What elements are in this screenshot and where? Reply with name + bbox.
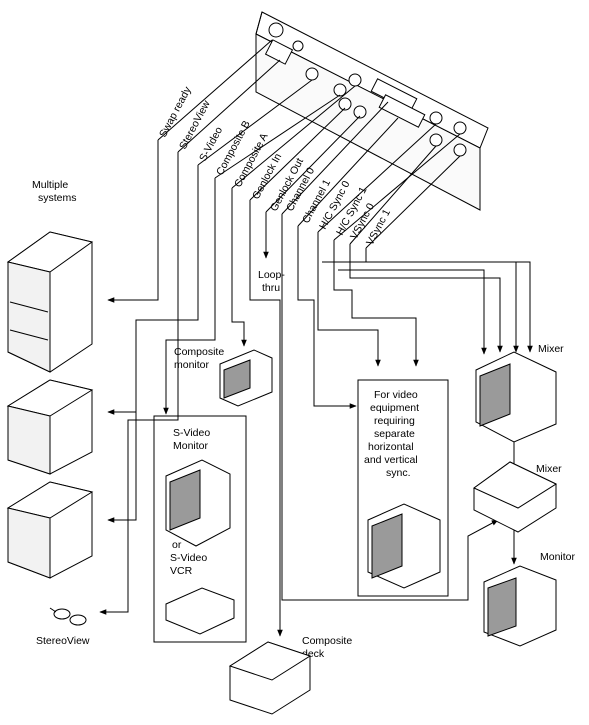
composite-deck-label-1: Composite (302, 635, 352, 647)
cable-routes (99, 140, 533, 637)
multiple-systems-label-1: Multiple (32, 179, 68, 191)
separate-sync-group: For video equipment requiring separate h… (357, 379, 449, 597)
cable-diagonals (157, 39, 461, 249)
multiple-systems: Multiple systems (6, 179, 94, 579)
note-line-5: horizontal (368, 441, 414, 453)
mixer-top-label: Mixer (538, 343, 564, 355)
note-line-2: equipment (370, 402, 419, 414)
mixer-monitor: Mixer (475, 343, 564, 443)
mixer-panel-label: Mixer (536, 463, 562, 475)
route-composite-a (231, 188, 247, 347)
note-line-7: sync. (386, 467, 411, 479)
system-cube-2 (6, 481, 94, 579)
route-hc-sync-0 (317, 232, 381, 367)
multiple-systems-label-2: systems (38, 192, 77, 204)
loop-thru-label-1: Loop- (258, 269, 285, 281)
route-composite-b (163, 178, 216, 415)
svideo-monitor-label-1: S-Video (173, 427, 210, 439)
video-back-panel (255, 11, 489, 211)
stereoview-connector (264, 39, 294, 65)
route-s-video (107, 165, 199, 523)
route-swap-ready (107, 140, 159, 303)
system-tower-large (6, 231, 94, 373)
composite-deck: Composite deck (228, 635, 352, 715)
composite-monitor-label-1: Composite (174, 346, 224, 358)
note-line-1: For video (374, 389, 418, 401)
route-hc-sync-1 (333, 240, 419, 367)
system-cube-1 (6, 379, 94, 475)
svideo-vcr-label-2: VCR (170, 565, 193, 577)
svideo-vcr-label-1: S-Video (170, 552, 207, 564)
output-monitor: Monitor (483, 551, 576, 647)
svideo-group-box (153, 415, 247, 643)
separate-sync-box (357, 379, 449, 597)
composite-monitor-label-2: monitor (174, 359, 210, 371)
route-genlock-in (249, 200, 283, 637)
note-line-4: separate (374, 428, 415, 440)
or-label: or (172, 539, 182, 551)
route-vsync-1 (365, 248, 533, 353)
route-channel-1 (297, 226, 357, 409)
note-line-6: and vertical (364, 454, 418, 466)
svideo-group: S-Video Monitor or S-Video VCR (153, 415, 247, 643)
stereoview-label: StereoView (36, 635, 90, 647)
channel-1-connector (378, 94, 426, 128)
route-stereoview (99, 152, 179, 615)
loop-thru-label-2: thru (262, 282, 280, 294)
mixer-panel: Mixer (473, 461, 562, 533)
stereoview-glasses: StereoView (36, 607, 90, 647)
swap-ready-connector (268, 22, 284, 38)
composite-monitor: Composite monitor (174, 346, 273, 407)
monitor-label: Monitor (540, 551, 576, 563)
route-channel-0 (281, 214, 499, 601)
svideo-monitor-label-2: Monitor (173, 440, 209, 452)
svideo-connector (305, 67, 319, 81)
route-vsync-0 (349, 244, 503, 353)
note-line-3: requiring (374, 415, 415, 427)
